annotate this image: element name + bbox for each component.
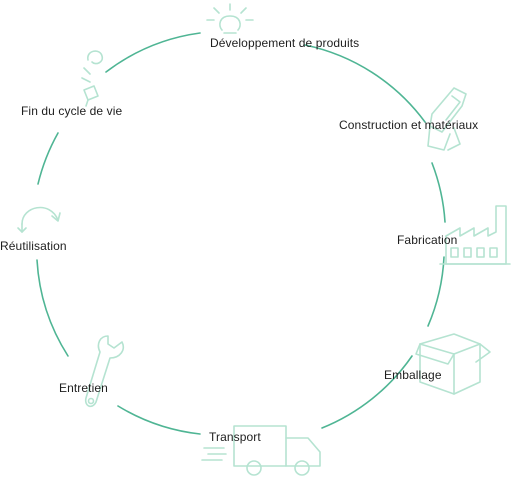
lightbulb-icon bbox=[206, 3, 254, 34]
box-icon bbox=[415, 333, 491, 395]
wrench-icon bbox=[84, 335, 125, 408]
ring-arc-right-lower bbox=[427, 256, 445, 327]
stage-label-reuse: Réutilisation bbox=[0, 239, 67, 253]
factory-icon bbox=[439, 205, 511, 265]
stage-label-end-of-life: Fin du cycle de vie bbox=[21, 104, 123, 118]
ring-arc-left-upper bbox=[37, 132, 59, 185]
stage-label-transport: Transport bbox=[209, 430, 261, 444]
ring-arc-bottom-left bbox=[117, 405, 201, 435]
stage-label-packaging: Emballage bbox=[384, 368, 442, 382]
ring-arc-bottom-right bbox=[321, 355, 413, 429]
stage-label-construction-materials: Construction et matériaux bbox=[339, 118, 479, 132]
ring-arc-right-upper bbox=[431, 162, 446, 223]
reuse-arrow-icon bbox=[17, 206, 61, 233]
stage-label-fabrication: Fabrication bbox=[397, 233, 458, 247]
stage-label-product-development: Développement de produits bbox=[210, 36, 360, 50]
materials-icon bbox=[427, 87, 467, 151]
ring-arc-top-right bbox=[304, 44, 426, 123]
ring-arc-left-lower bbox=[36, 259, 69, 357]
ring-arc-top-left bbox=[105, 32, 201, 73]
broken-lightbulb-icon bbox=[81, 50, 104, 107]
truck-icon bbox=[201, 425, 321, 476]
stage-label-maintenance: Entretien bbox=[59, 381, 108, 395]
